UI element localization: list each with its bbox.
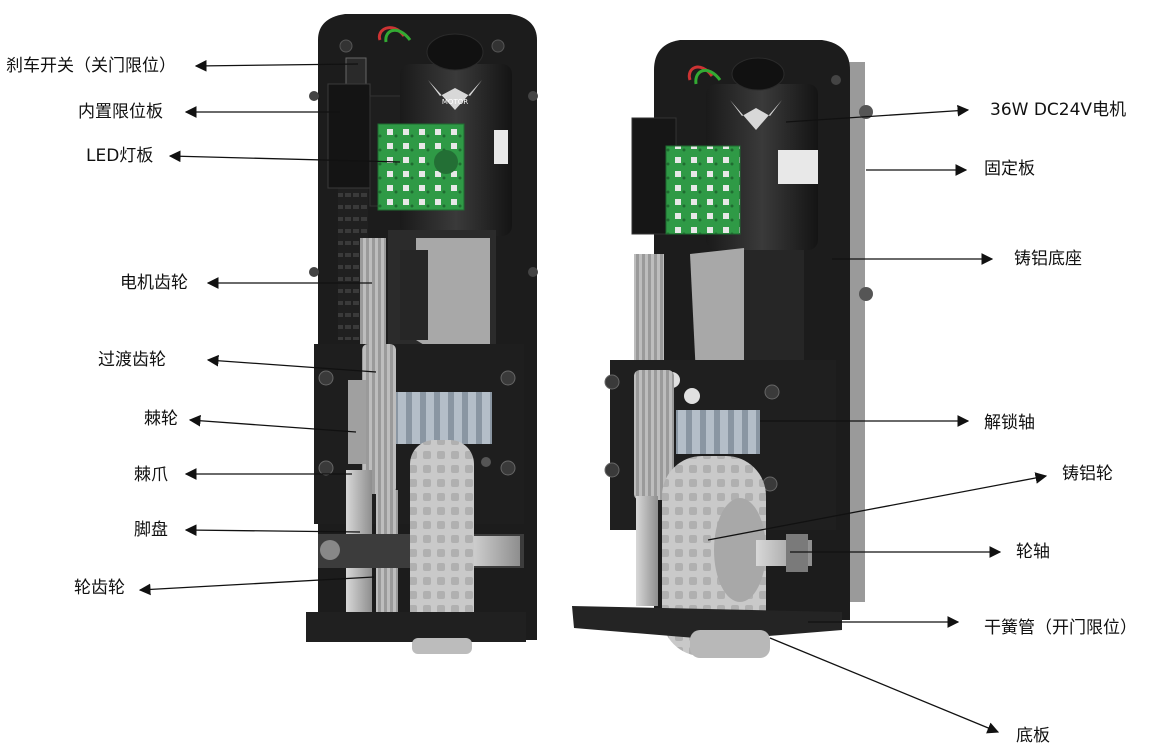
label-ratchet: 棘轮 bbox=[144, 409, 178, 429]
label-wheel-gear: 轮齿轮 bbox=[74, 578, 125, 598]
leader-transition-gear bbox=[206, 354, 377, 373]
label-motor-gear: 电机齿轮 bbox=[120, 273, 188, 293]
label-reed-switch: 干簧管（开门限位） bbox=[984, 618, 1137, 638]
label-pawl: 棘爪 bbox=[134, 465, 168, 485]
svg-text:MOTOR: MOTOR bbox=[442, 98, 468, 106]
right-operator-unit bbox=[572, 40, 873, 658]
leader-base-plate bbox=[769, 637, 1000, 734]
label-transition-gear: 过渡齿轮 bbox=[98, 350, 166, 370]
leader-motor bbox=[785, 104, 970, 123]
leader-ratchet bbox=[188, 414, 357, 433]
label-led-board: LED灯板 bbox=[86, 146, 154, 166]
leader-brake-switch bbox=[194, 60, 359, 72]
label-cast-aluminum-wheel: 铸铝轮 bbox=[1062, 464, 1113, 484]
leader-wheel-gear bbox=[138, 576, 375, 596]
label-motor: 36W DC24V电机 bbox=[990, 100, 1127, 120]
leader-led-board bbox=[168, 150, 401, 163]
leader-lines bbox=[138, 60, 1048, 734]
left-operator-unit: MOTOR bbox=[306, 14, 538, 654]
label-unlock-shaft: 解锁轴 bbox=[984, 413, 1035, 433]
leader-cast-aluminum-wheel bbox=[707, 472, 1048, 541]
label-axle: 轮轴 bbox=[1016, 542, 1050, 562]
label-fixing-plate: 固定板 bbox=[984, 159, 1035, 179]
label-foot-plate: 脚盘 bbox=[134, 520, 168, 540]
label-cast-aluminum-base: 铸铝底座 bbox=[1014, 249, 1082, 269]
label-brake-switch: 刹车开关（关门限位） bbox=[6, 56, 176, 76]
label-limit-board: 内置限位板 bbox=[78, 102, 163, 122]
label-base-plate: 底板 bbox=[1016, 726, 1050, 746]
leader-foot-plate bbox=[184, 524, 361, 536]
